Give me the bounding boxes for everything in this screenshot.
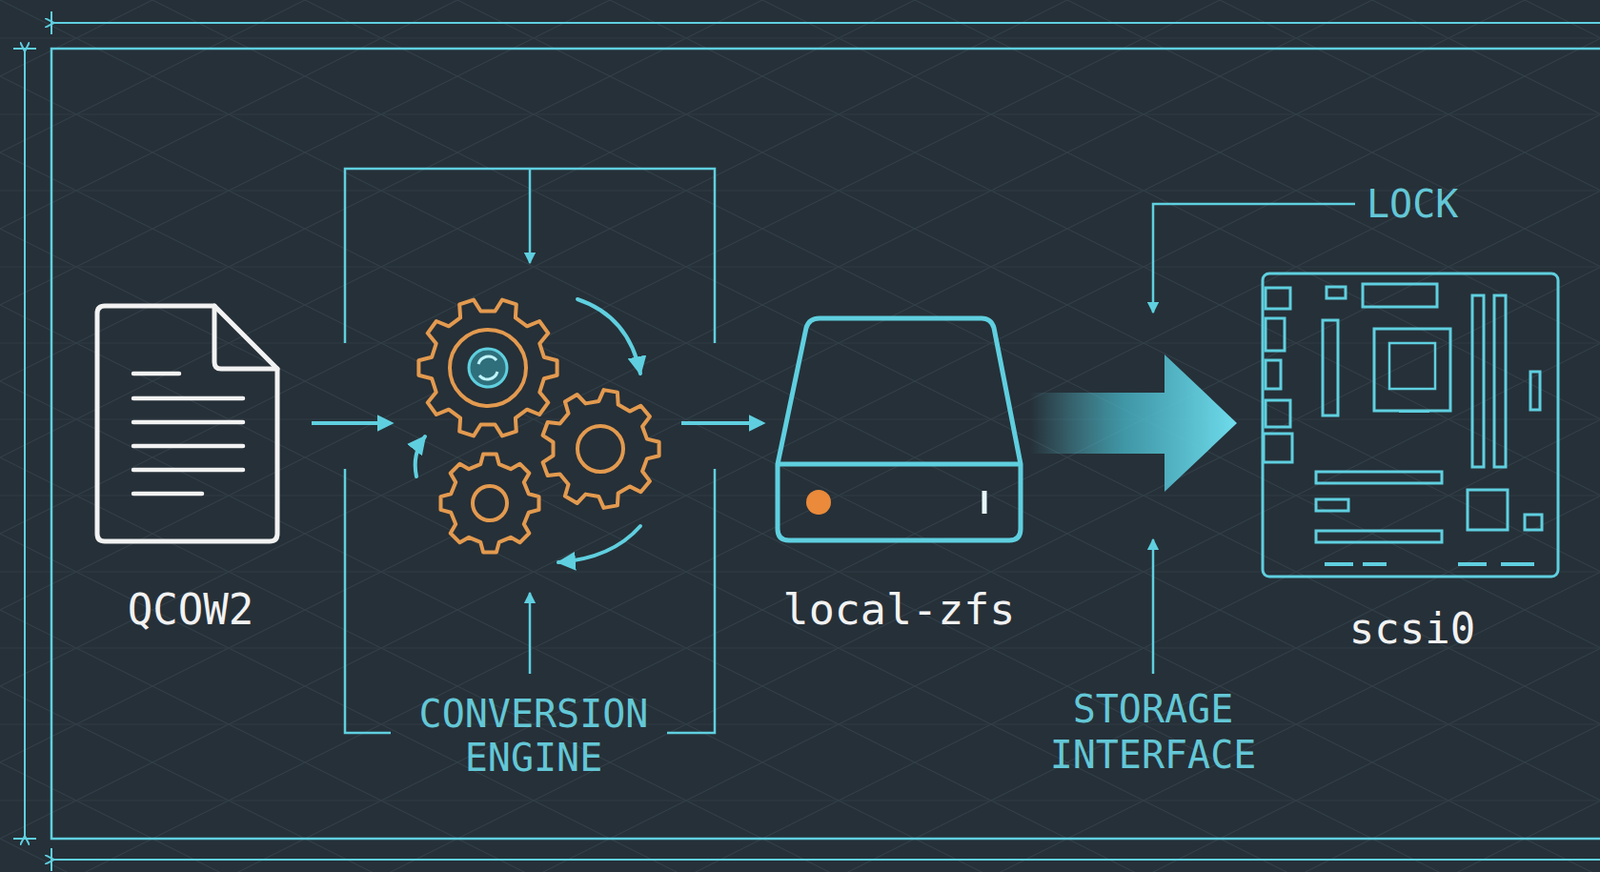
document-node: QCOW2 bbox=[95, 300, 286, 634]
bracket-top bbox=[344, 168, 715, 344]
dimension-tick bbox=[50, 11, 53, 35]
engine-bracket bbox=[344, 168, 715, 733]
gear-teeth bbox=[543, 389, 660, 508]
gear bbox=[441, 454, 540, 553]
interface-leader bbox=[1152, 539, 1155, 674]
gear bbox=[418, 300, 557, 437]
chip bbox=[1326, 286, 1346, 299]
io-port bbox=[1263, 433, 1293, 463]
board-outline bbox=[1262, 273, 1559, 577]
node-label: local-zfs bbox=[783, 586, 1016, 634]
outer-frame bbox=[51, 48, 1600, 839]
io-port bbox=[1265, 318, 1285, 351]
drive-icon bbox=[777, 318, 1021, 541]
gear bbox=[543, 389, 660, 508]
document-fold bbox=[214, 305, 278, 369]
dimension-line bbox=[23, 50, 26, 837]
drive-led bbox=[806, 489, 831, 515]
dimension-line bbox=[53, 858, 1600, 861]
frame bbox=[13, 11, 1600, 871]
rotation-arrow bbox=[558, 526, 641, 563]
node-label: QCOW2 bbox=[127, 586, 254, 634]
node-label: scsi0 bbox=[1349, 605, 1476, 653]
node-label: CONVERSION ENGINE bbox=[408, 691, 659, 780]
rotation-arrow bbox=[415, 436, 426, 477]
rotation-arrow bbox=[577, 299, 641, 374]
drive-outline bbox=[777, 318, 1021, 541]
slot bbox=[1322, 320, 1338, 416]
input-arrow bbox=[528, 592, 532, 674]
interface-arrow bbox=[1030, 354, 1237, 492]
connector bbox=[1530, 371, 1540, 410]
lock-leader bbox=[1153, 203, 1356, 313]
gear-hole bbox=[577, 425, 624, 472]
hub-arrows bbox=[478, 356, 498, 380]
dimension-line bbox=[53, 21, 1600, 24]
gears bbox=[418, 300, 659, 553]
document-icon bbox=[97, 305, 278, 542]
dimension-tick bbox=[13, 837, 37, 840]
storage-node: local-zfs bbox=[773, 309, 1025, 634]
hub-circle bbox=[468, 348, 507, 387]
ram-slot bbox=[1472, 295, 1484, 467]
drive-slot bbox=[982, 490, 988, 514]
rotation-arrows bbox=[415, 299, 641, 563]
dimension-tick bbox=[13, 47, 37, 50]
ram-slot bbox=[1494, 295, 1506, 467]
flow-arrow bbox=[311, 421, 391, 426]
socket-marking bbox=[1398, 410, 1430, 413]
chipset bbox=[1467, 489, 1508, 530]
bracket-right bbox=[667, 468, 715, 733]
drive-divider bbox=[777, 462, 1021, 467]
dimension-tick bbox=[50, 848, 53, 871]
io-port bbox=[1265, 287, 1291, 309]
callout-label: LOCK bbox=[1366, 181, 1481, 227]
chip bbox=[1362, 283, 1438, 307]
gear-teeth bbox=[441, 454, 540, 553]
pcie-slot bbox=[1316, 471, 1442, 484]
gear-hole bbox=[449, 329, 527, 406]
io-port bbox=[1265, 400, 1291, 427]
conversion-engine-node: CONVERSION ENGINE bbox=[385, 181, 682, 780]
cpu-die bbox=[1389, 343, 1436, 389]
pcie-slot bbox=[1316, 530, 1442, 543]
io-port bbox=[1265, 360, 1281, 389]
chip bbox=[1524, 514, 1542, 530]
motherboard-node: scsi0 bbox=[1259, 266, 1565, 653]
pcie-slot bbox=[1316, 499, 1349, 511]
motherboard-icon bbox=[1262, 273, 1559, 577]
document-outline bbox=[97, 305, 278, 542]
gear-hole bbox=[472, 486, 507, 521]
cpu-socket bbox=[1374, 328, 1451, 411]
bracket-left bbox=[344, 468, 391, 733]
document-lines bbox=[133, 373, 244, 494]
gear-teeth bbox=[418, 300, 557, 437]
input-arrow bbox=[528, 169, 532, 264]
callout-label: STORAGE INTERFACE bbox=[1029, 686, 1277, 778]
flow-arrow bbox=[681, 421, 763, 426]
board-pins bbox=[1324, 562, 1535, 567]
gear-hub bbox=[468, 348, 507, 387]
